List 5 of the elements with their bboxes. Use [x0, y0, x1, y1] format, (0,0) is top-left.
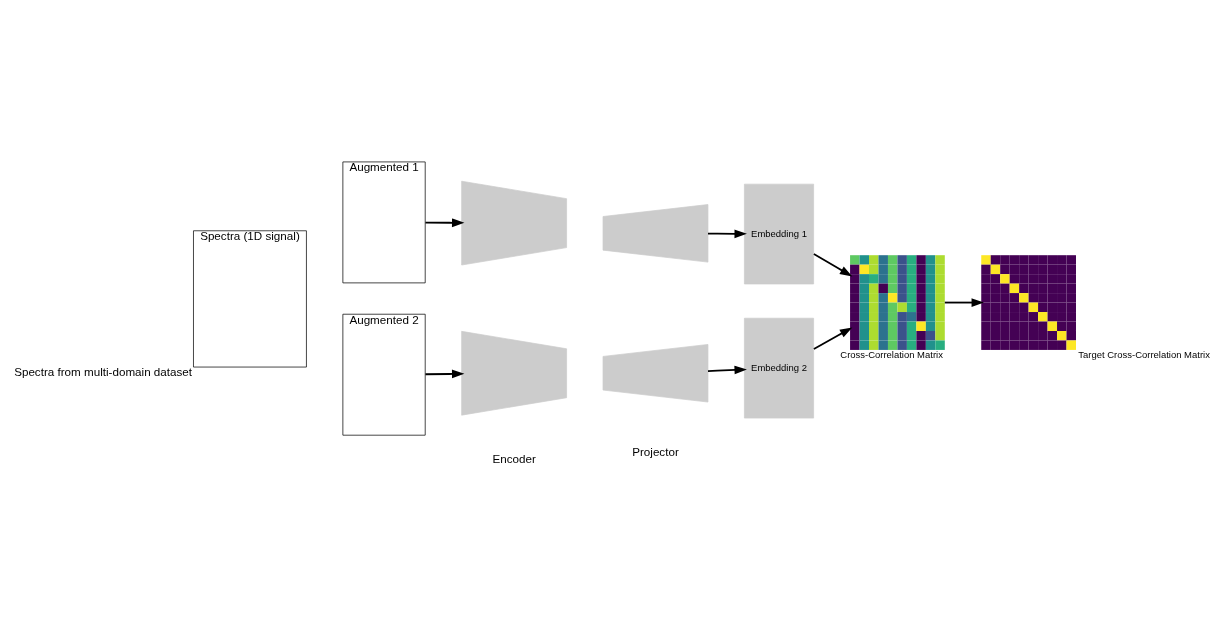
label: Encoder — [492, 451, 536, 465]
node-label: Target Cross-Correlation Matrix — [1078, 348, 1210, 360]
node-label: Cross-Correlation Matrix — [840, 348, 943, 360]
node-label: Spectra from multi-domain dataset — [14, 364, 193, 378]
label: Projector — [632, 444, 679, 458]
